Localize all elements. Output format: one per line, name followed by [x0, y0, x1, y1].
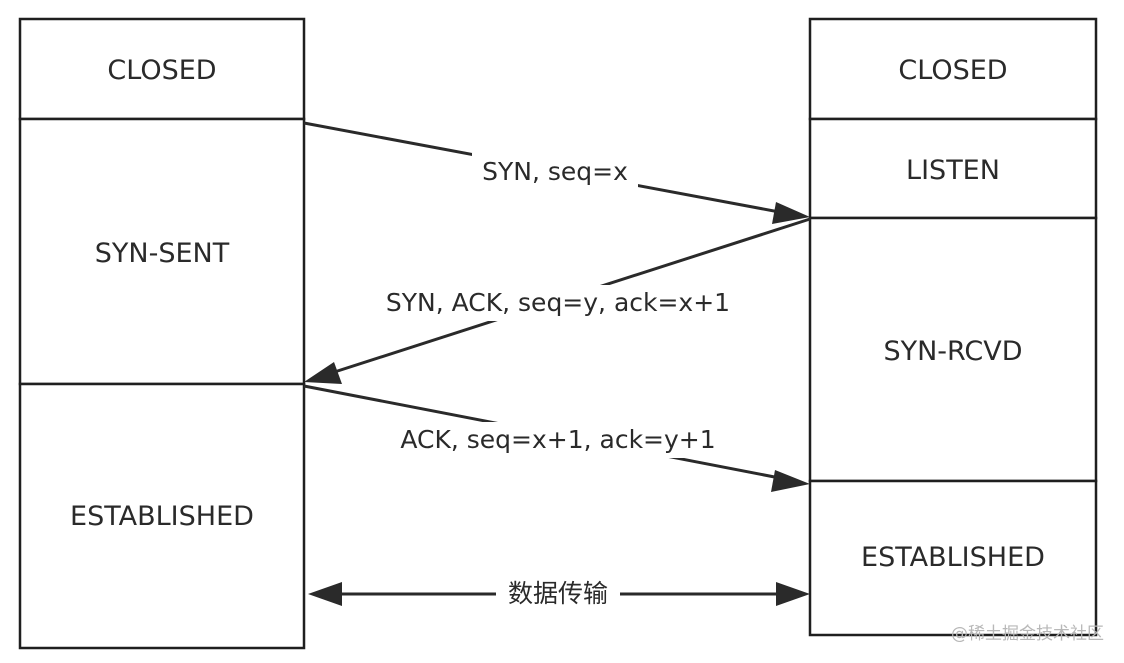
server-state-established-box — [808, 479, 1098, 637]
client-timeline: CLOSED SYN-SENT ESTABLISHED — [18, 17, 306, 650]
client-state-closed-box — [18, 17, 306, 121]
ack-label-bg — [384, 422, 732, 458]
syn-label-bg — [472, 153, 638, 189]
server-state-syn-rcvd: SYN-RCVD — [883, 336, 1022, 367]
syn-ack-label-bg — [372, 285, 748, 321]
watermark: @稀土掘金技术社区 — [951, 624, 1104, 644]
server-state-established: ESTABLISHED — [861, 542, 1045, 573]
client-state-established: ESTABLISHED — [70, 501, 254, 532]
client-state-syn-sent: SYN-SENT — [95, 238, 230, 269]
client-state-closed: CLOSED — [107, 55, 216, 86]
client-state-syn-sent-box — [18, 117, 306, 386]
ack-arrow-head-icon — [771, 470, 810, 492]
data-transfer-left-arrow-icon — [308, 582, 342, 606]
data-transfer-label: 数据传输 — [508, 579, 608, 608]
server-timeline: CLOSED LISTEN SYN-RCVD ESTABLISHED — [808, 17, 1098, 637]
server-state-syn-rcvd-box — [808, 216, 1098, 483]
syn-arrow-head-icon — [772, 202, 810, 224]
message-syn: SYN, seq=x — [303, 121, 810, 224]
server-state-closed: CLOSED — [898, 55, 1007, 86]
client-state-established-box — [18, 382, 306, 650]
data-transfer-right-arrow-icon — [776, 582, 810, 606]
syn-ack-label: SYN, ACK, seq=y, ack=x+1 — [386, 288, 730, 317]
server-state-listen: LISTEN — [906, 155, 1000, 186]
syn-ack-arrow-head-icon — [304, 362, 342, 384]
syn-label: SYN, seq=x — [482, 157, 628, 186]
ack-label: ACK, seq=x+1, ack=y+1 — [400, 425, 715, 454]
server-state-closed-box — [808, 17, 1098, 121]
message-syn-ack: SYN, ACK, seq=y, ack=x+1 — [304, 217, 811, 384]
data-transfer-label-bg — [496, 576, 620, 610]
message-ack: ACK, seq=x+1, ack=y+1 — [303, 384, 810, 492]
message-data-transfer: 数据传输 — [308, 576, 810, 610]
